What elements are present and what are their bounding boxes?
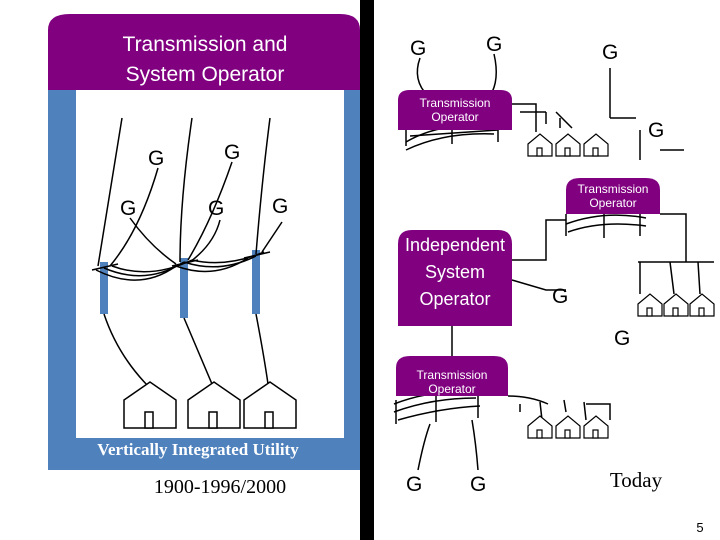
generator-label: G <box>614 327 631 350</box>
to-right-line1: Transmission <box>577 182 649 196</box>
transmission-operator-bottom <box>396 356 508 396</box>
iso-line1: Independent <box>404 235 506 255</box>
generator-label: G <box>224 141 241 164</box>
transmission-operator-top <box>398 90 512 130</box>
pole <box>180 258 188 318</box>
utility-caption: Vertically Integrated Utility <box>97 440 299 459</box>
to-right-line2: Operator <box>589 196 637 210</box>
generator-label: G <box>410 37 427 60</box>
house-icon <box>555 415 581 439</box>
generator-label: G <box>260 93 277 116</box>
transmission-operator-right <box>566 178 660 214</box>
era-today: Today <box>609 468 663 492</box>
page-number: 5 <box>696 520 704 535</box>
generator-label: G <box>208 197 225 220</box>
generator-label: G <box>182 93 199 116</box>
to-bottom-line1: Transmission <box>416 368 488 382</box>
pole <box>252 250 260 314</box>
house-icon <box>243 381 297 429</box>
generator-label: G <box>602 41 619 64</box>
generator-label: G <box>486 33 503 56</box>
generator-label: G <box>120 197 137 220</box>
utility-title-line2: System Operator <box>125 63 285 86</box>
house-icon <box>583 415 609 439</box>
to-top-line1: Transmission <box>419 96 491 110</box>
house-icon <box>527 415 553 439</box>
transmission-operator-top-label: Transmission Operator <box>398 96 512 124</box>
utility-title-line1: Transmission and <box>122 33 288 56</box>
utility-title: Transmission and System Operator <box>60 30 350 90</box>
to-top-line2: Operator <box>431 110 479 124</box>
utility-years: 1900-1996/2000 <box>153 476 287 498</box>
independent-system-operator <box>398 230 512 326</box>
house-icon <box>187 381 241 429</box>
generator-label: G <box>92 93 109 116</box>
iso-line2: System <box>424 262 485 282</box>
house-icon <box>689 293 715 317</box>
generator-label: G <box>552 285 569 308</box>
house-icon <box>663 293 689 317</box>
generator-label: G <box>648 119 665 142</box>
house-icon <box>555 133 581 157</box>
transmission-operator-bottom-label: Transmission Operator <box>396 368 508 396</box>
pole <box>100 262 108 314</box>
transmission-operator-right-label: Transmission Operator <box>566 182 660 210</box>
house-icon <box>637 293 663 317</box>
generator-label: G <box>470 473 487 496</box>
to-bottom-line2: Operator <box>428 382 476 396</box>
house-icon <box>123 381 177 429</box>
generator-label: G <box>148 147 165 170</box>
era-divider <box>360 0 374 540</box>
iso-label: Independent System Operator <box>398 232 512 313</box>
generator-label: G <box>406 473 423 496</box>
generator-label: G <box>272 195 289 218</box>
utility-top-band <box>48 14 360 90</box>
house-icon <box>527 133 553 157</box>
iso-line3: Operator <box>419 289 491 309</box>
house-icon <box>583 133 609 157</box>
